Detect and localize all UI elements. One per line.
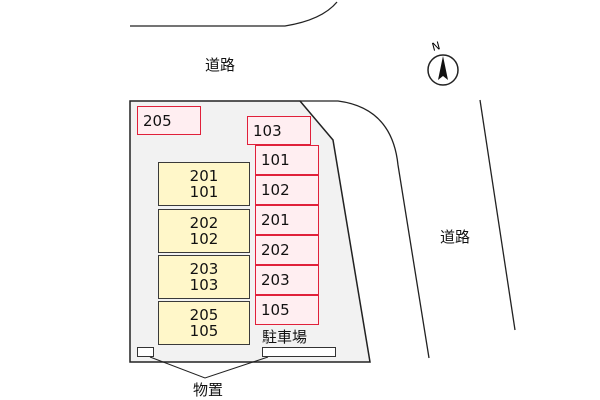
road-edge-right: [479, 99, 516, 331]
parking-label: 駐車場: [262, 328, 308, 346]
building-unit-lower: 102: [189, 230, 219, 248]
storage-label: 物置: [193, 381, 224, 399]
road-edge-curve: [300, 100, 430, 359]
building-unit-upper: 202: [189, 214, 219, 232]
storage-shed-right: [262, 347, 336, 357]
building-4: 205 105: [158, 301, 250, 345]
road-label-top: 道路: [205, 56, 236, 74]
building-1: 201 101: [158, 162, 250, 206]
storage-shed-left: [137, 347, 154, 357]
parking-space-205: 205: [137, 106, 201, 135]
north-compass-icon: N: [424, 39, 464, 90]
building-unit-upper: 205: [189, 306, 219, 324]
storage-leader-lines: [149, 356, 269, 379]
parking-space-103: 103: [247, 116, 311, 145]
parking-space-202: 202: [255, 235, 319, 265]
building-unit-upper: 201: [189, 167, 219, 185]
building-2: 202 102: [158, 209, 250, 253]
building-unit-lower: 105: [189, 322, 219, 340]
building-unit-lower: 103: [189, 276, 219, 294]
parking-space-105: 105: [255, 295, 319, 325]
building-unit-lower: 101: [189, 183, 219, 201]
road-label-right: 道路: [440, 228, 471, 246]
road-edge-top: [130, 1, 338, 27]
building-3: 203 103: [158, 255, 250, 299]
parking-space-101: 101: [255, 145, 319, 175]
parking-space-102: 102: [255, 175, 319, 205]
parking-space-201: 201: [255, 205, 319, 235]
building-unit-upper: 203: [189, 260, 219, 278]
parking-space-203: 203: [255, 265, 319, 295]
